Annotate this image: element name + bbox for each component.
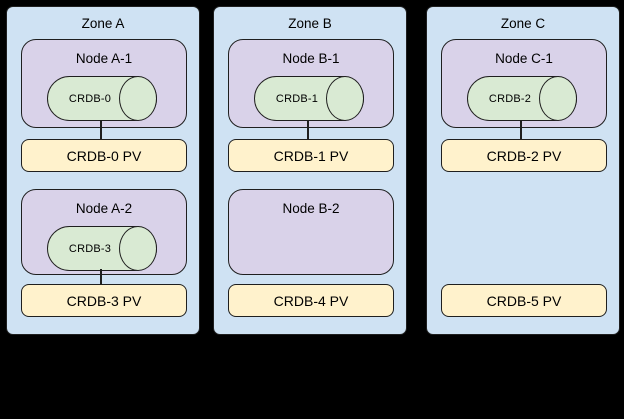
connector-crdb-0 bbox=[100, 120, 102, 139]
node-a-1: Node A-1 CRDB-0 bbox=[21, 39, 187, 128]
cylinder-cap bbox=[119, 226, 157, 271]
zone-a: Zone A Node A-1 CRDB-0 CRDB-0 PV Node A-… bbox=[6, 6, 200, 335]
cylinder-cap bbox=[539, 76, 577, 121]
pv-label: CRDB-2 PV bbox=[486, 147, 562, 164]
pod-cylinder-crdb-1: CRDB-1 bbox=[254, 76, 364, 121]
pod-cylinder-crdb-3: CRDB-3 bbox=[47, 226, 157, 271]
zone-b: Zone B Node B-1 CRDB-1 CRDB-1 PV Node B-… bbox=[213, 6, 407, 335]
pv-label: CRDB-3 PV bbox=[66, 292, 142, 309]
pod-label: CRDB-2 bbox=[488, 92, 532, 105]
zone-b-title: Zone B bbox=[288, 16, 332, 31]
pv-box-crdb-0: CRDB-0 PV bbox=[21, 139, 187, 172]
node-b-2-title: Node B-2 bbox=[282, 201, 340, 216]
pv-label: CRDB-4 PV bbox=[273, 292, 349, 309]
pv-box-crdb-5: CRDB-5 PV bbox=[441, 284, 607, 317]
zone-c: Zone C Node C-1 CRDB-2 CRDB-2 PV CRDB-5 … bbox=[426, 6, 620, 335]
pod-cylinder-crdb-2: CRDB-2 bbox=[467, 76, 577, 121]
pv-label: CRDB-5 PV bbox=[486, 292, 562, 309]
connector-crdb-2 bbox=[520, 120, 522, 139]
node-a-2: Node A-2 CRDB-3 bbox=[21, 189, 187, 275]
connector-crdb-3 bbox=[100, 269, 102, 284]
pod-label: CRDB-0 bbox=[68, 92, 112, 105]
zone-c-title: Zone C bbox=[500, 16, 546, 31]
connector-crdb-1 bbox=[307, 120, 309, 139]
node-c-1-title: Node C-1 bbox=[495, 51, 553, 66]
cylinder-cap bbox=[119, 76, 157, 121]
pv-label: CRDB-0 PV bbox=[66, 147, 142, 164]
pod-cylinder-crdb-0: CRDB-0 bbox=[47, 76, 157, 121]
pv-box-crdb-4: CRDB-4 PV bbox=[228, 284, 394, 317]
cylinder-cap bbox=[326, 76, 364, 121]
zone-a-title: Zone A bbox=[81, 16, 125, 31]
pv-box-crdb-3: CRDB-3 PV bbox=[21, 284, 187, 317]
pod-label: CRDB-3 bbox=[68, 242, 112, 255]
pv-box-crdb-1: CRDB-1 PV bbox=[228, 139, 394, 172]
node-b-1-title: Node B-1 bbox=[282, 51, 340, 66]
node-a-2-title: Node A-2 bbox=[75, 201, 133, 216]
pv-label: CRDB-1 PV bbox=[273, 147, 349, 164]
pv-box-crdb-2: CRDB-2 PV bbox=[441, 139, 607, 172]
node-b-2: Node B-2 bbox=[228, 189, 394, 275]
node-b-1: Node B-1 CRDB-1 bbox=[228, 39, 394, 128]
pod-label: CRDB-1 bbox=[275, 92, 319, 105]
node-c-1: Node C-1 CRDB-2 bbox=[441, 39, 607, 128]
node-a-1-title: Node A-1 bbox=[75, 51, 133, 66]
